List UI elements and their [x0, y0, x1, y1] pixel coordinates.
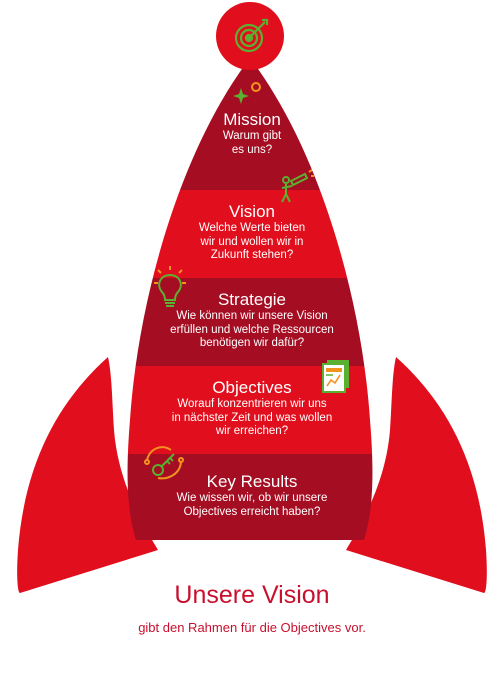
section-objectives: Objectives Worauf konzentrieren wir uns …: [130, 378, 374, 439]
section-mission: Mission Warum gibt es uns?: [130, 110, 374, 157]
footer-title: Unsere Vision: [174, 581, 330, 609]
section-desc-line: es uns?: [231, 143, 273, 156]
telescope-person-icon: [281, 169, 314, 203]
target-icon: [234, 18, 269, 53]
sparkle-icon: [233, 82, 261, 104]
section-desc-line: Objectives erreicht haben?: [183, 505, 321, 518]
lightbulb-icon: [154, 266, 186, 307]
section-title: Strategie: [217, 290, 287, 309]
footer-subtitle: gibt den Rahmen für die Objectives vor.: [138, 620, 366, 635]
section-desc-line: Wie können wir unsere Vision: [176, 310, 328, 322]
section-desc-line: benötigen wir dafür?: [199, 337, 305, 349]
band-key-results: [127, 454, 373, 540]
section-desc-line: Welche Werte bieten: [198, 222, 306, 234]
section-title: Vision: [229, 202, 275, 221]
section-desc-line: Worauf konzentrieren wir uns: [177, 398, 327, 410]
key-icon: [144, 446, 184, 480]
section-desc-line: in nächster Zeit und was wollen: [171, 411, 333, 424]
section-desc-line: Zukunft stehen?: [210, 249, 294, 261]
section-strategie: Strategie Wie können wir unsere Vision e…: [130, 290, 374, 351]
section-desc-line: erfüllen und welche Ressourcen: [170, 323, 334, 336]
section-title: Mission: [223, 110, 281, 129]
section-title: Key Results: [206, 472, 298, 491]
section-desc-line: Warum gibt: [222, 130, 282, 142]
section-vision: Vision Welche Werte bieten wir und wolle…: [130, 202, 374, 263]
right-fin: [346, 357, 487, 593]
section-desc-line: wir erreichen?: [215, 425, 289, 437]
section-desc-line: Wie wissen wir, ob wir unsere: [176, 492, 328, 504]
band-strategie: [127, 278, 373, 366]
section-desc-line: wir und wollen wir in: [200, 235, 304, 248]
report-icon: [322, 360, 349, 393]
section-key-results: Key Results Wie wissen wir, ob wir unser…: [130, 472, 374, 519]
left-fin: [17, 357, 159, 593]
section-title: Objectives: [212, 378, 292, 397]
